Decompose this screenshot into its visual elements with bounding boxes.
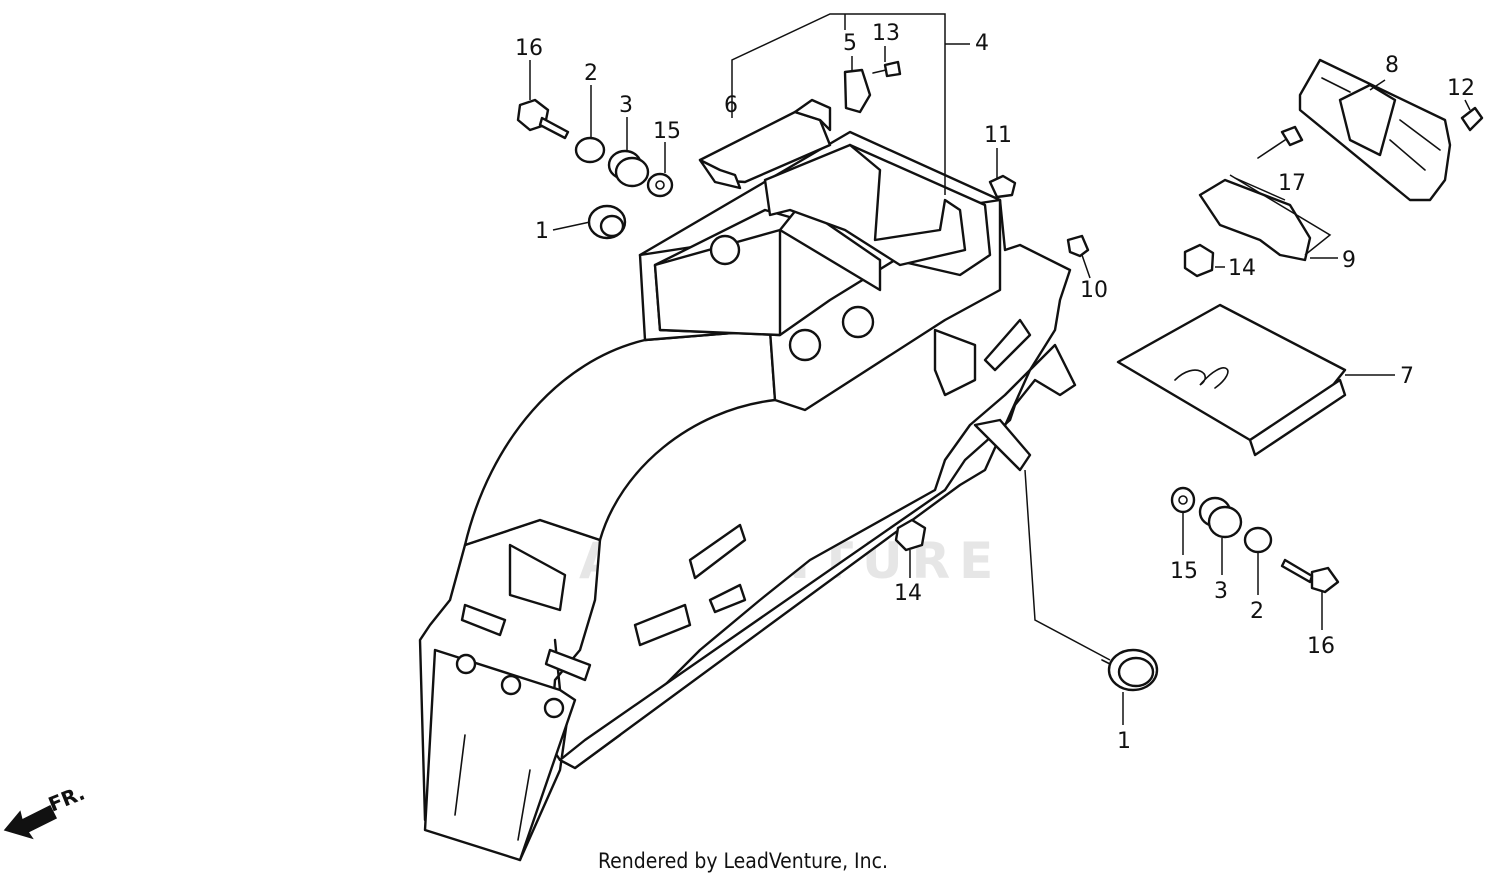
- callout-3-left: 3: [619, 93, 633, 118]
- part-6-strap: [698, 98, 832, 190]
- fender-rail: [558, 343, 1077, 770]
- part-17-bolt: [1257, 125, 1304, 159]
- callout-5: 5: [843, 31, 857, 56]
- callout-9: 9: [1342, 248, 1356, 273]
- part-1-reflector-right: [1101, 648, 1159, 692]
- callout-1-left: 1: [535, 219, 549, 244]
- mud-flap: [423, 648, 577, 862]
- callout-15-right: 15: [1170, 559, 1198, 584]
- callout-15-left: 15: [653, 119, 681, 144]
- part-13-screw: [872, 60, 902, 78]
- callout-1-right: 1: [1117, 729, 1131, 754]
- part-16-bolt-left: [516, 98, 570, 140]
- part-15-washer-left: [646, 172, 674, 198]
- part-14-nut-right: [1183, 243, 1215, 278]
- part-3-cushion-right: [1198, 496, 1243, 539]
- part-1-reflector-left: [587, 204, 627, 240]
- part-2-collar-left: [574, 136, 606, 164]
- callout-12: 12: [1447, 76, 1475, 101]
- callouts: 16 2 3 15 1 6 5 13 4 11 10 8 12 17 9 14 …: [515, 21, 1475, 754]
- part-15-washer-right: [1170, 486, 1196, 514]
- callout-8: 8: [1385, 53, 1399, 78]
- part-7-splash-guard: [1116, 303, 1347, 457]
- callout-6: 6: [724, 93, 738, 118]
- callout-17: 17: [1278, 171, 1306, 196]
- callout-4: 4: [975, 31, 989, 56]
- front-direction-label: FR.: [45, 781, 88, 817]
- rear-fender: [418, 130, 1077, 862]
- part-16-bolt-right: [1280, 558, 1340, 594]
- part-5-clip: [843, 68, 872, 114]
- part-2-collar-right: [1243, 526, 1273, 554]
- fender-arch: [463, 328, 777, 547]
- callout-11: 11: [984, 123, 1012, 148]
- callout-13: 13: [872, 21, 900, 46]
- part-14-nut-center: [894, 518, 927, 552]
- part-3-cushion-left: [607, 149, 650, 188]
- callout-10: 10: [1080, 278, 1108, 303]
- footer-credit: Rendered by LeadVenture, Inc.: [598, 849, 888, 873]
- part-8-license-bracket: [1298, 58, 1452, 202]
- part-12-bulb: [1460, 106, 1484, 132]
- callout-7: 7: [1400, 364, 1414, 389]
- callout-16-left: 16: [515, 36, 543, 61]
- part-9-stay: [1198, 178, 1312, 262]
- callout-3-right: 3: [1214, 579, 1228, 604]
- front-direction-indicator: FR.: [3, 781, 88, 840]
- part-10-clip: [1066, 234, 1090, 258]
- callout-2-left: 2: [584, 61, 598, 86]
- callout-16-right: 16: [1307, 634, 1335, 659]
- callout-14-right: 14: [1228, 256, 1256, 281]
- part-11-grommet: [988, 174, 1017, 199]
- leader-lines: [529, 13, 1471, 725]
- callout-2-right: 2: [1250, 599, 1264, 624]
- callout-14-center: 14: [894, 581, 922, 606]
- front-arrow-icon: [3, 804, 58, 840]
